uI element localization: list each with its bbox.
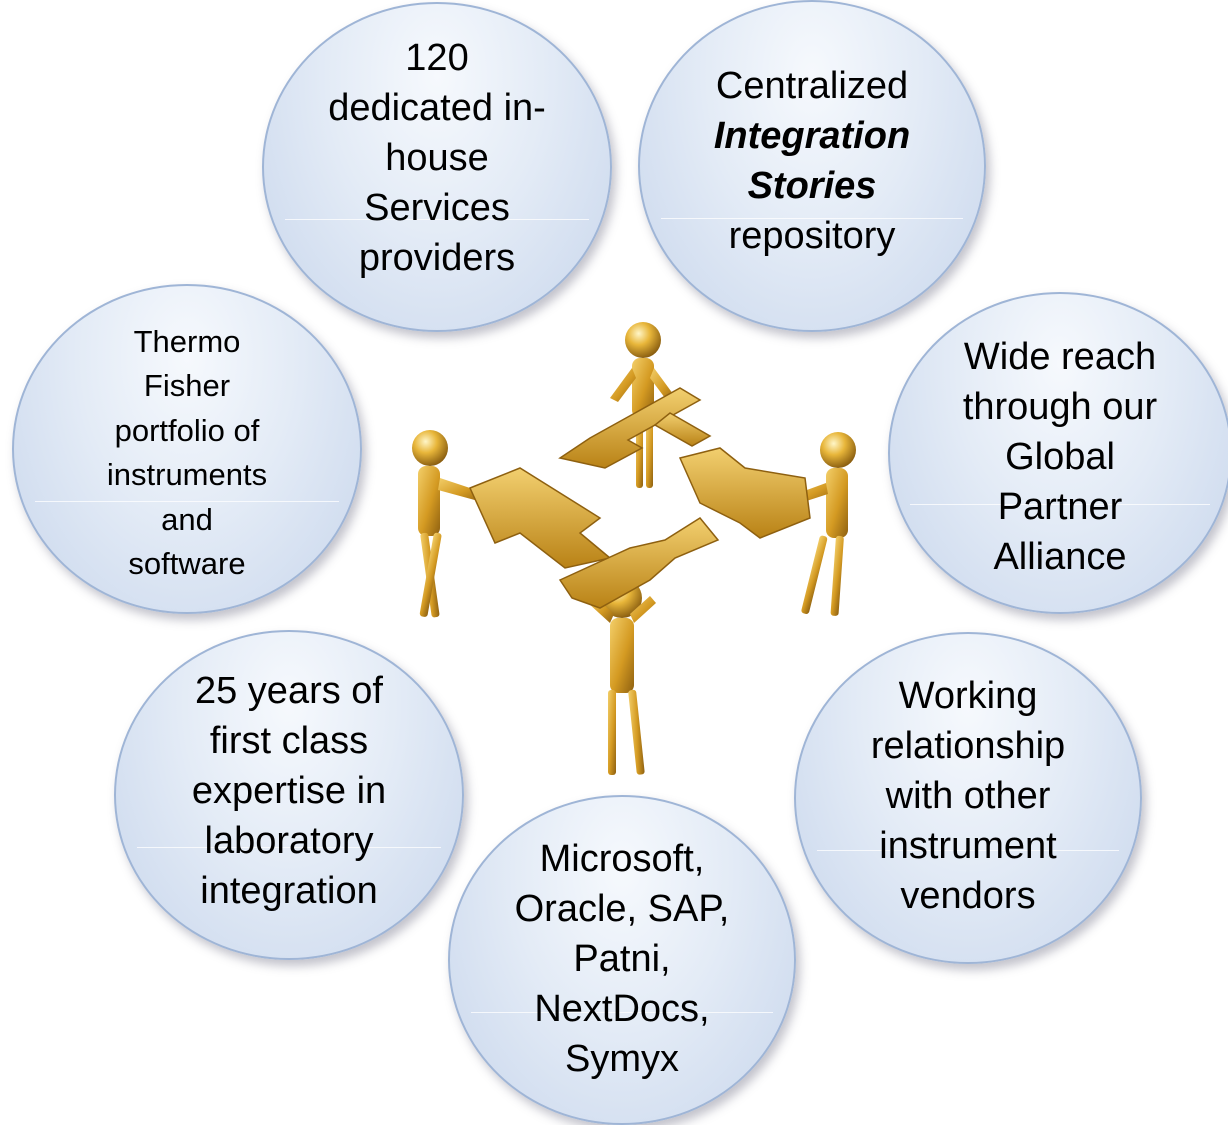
arrow-piece-top bbox=[558, 387, 712, 469]
bubble-expertise: 25 years of first class expertise in lab… bbox=[114, 630, 464, 960]
teamwork-figures-illustration bbox=[412, 322, 856, 775]
bubble-integration-stories: Centralized Integration Stories reposito… bbox=[638, 0, 986, 332]
bubble-inhouse-providers: 120 dedicated in- house Services provide… bbox=[262, 2, 612, 332]
bubble-expertise-text: 25 years of first class expertise in lab… bbox=[191, 670, 387, 912]
bubble-thermo-portfolio-text: Thermo Fisher portfolio of instruments a… bbox=[106, 323, 268, 582]
bubble-partners-list: Microsoft, Oracle, SAP, Patni, NextDocs,… bbox=[448, 795, 796, 1125]
bubble-inhouse-providers-text: 120 dedicated in- house Services provide… bbox=[328, 37, 546, 279]
arrow-piece-left bbox=[468, 467, 612, 569]
bubble-partners-list-text: Microsoft, Oracle, SAP, Patni, NextDocs,… bbox=[514, 838, 730, 1080]
bubble-global-partner-text: Wide reach through our Global Partner Al… bbox=[962, 336, 1158, 578]
bubble-instrument-vendors-text: Working relationship with other instrume… bbox=[870, 675, 1066, 917]
bubble-global-partner: Wide reach through our Global Partner Al… bbox=[888, 292, 1228, 614]
figure-left bbox=[412, 430, 485, 618]
arrow-piece-right bbox=[678, 447, 811, 539]
bubble-instrument-vendors: Working relationship with other instrume… bbox=[794, 632, 1142, 964]
bubble-integration-stories-text: Centralized Integration Stories reposito… bbox=[713, 65, 911, 257]
arrow-piece-bottom bbox=[558, 517, 720, 609]
bubble-thermo-portfolio: Thermo Fisher portfolio of instruments a… bbox=[12, 284, 362, 614]
